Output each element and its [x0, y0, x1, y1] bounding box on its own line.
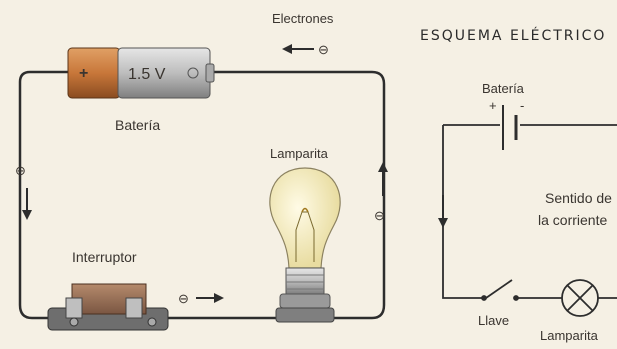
switch-label: Interruptor	[72, 249, 137, 265]
schematic-switch-label: Llave	[478, 313, 509, 328]
schematic-switch-symbol	[481, 279, 519, 301]
lamp-label: Lamparita	[270, 146, 329, 161]
electron-symbol-bottom: ⊖	[178, 291, 189, 306]
battery-voltage: 1.5 V	[128, 66, 166, 83]
electron-flow-arrow-right	[378, 162, 388, 196]
current-direction-label-1: Sentido de	[545, 190, 612, 206]
schematic-current-arrow	[438, 195, 448, 228]
schematic-wires	[442, 124, 617, 299]
electron-symbol-left: ⊖	[15, 163, 26, 178]
battery-plus-mark: +	[79, 65, 88, 82]
electron-symbol-top: ⊖	[318, 42, 329, 57]
schematic-minus: -	[520, 98, 524, 113]
schematic-title: ESQUEMA ELÉCTRICO	[420, 27, 606, 44]
schematic-lamp-symbol	[561, 279, 599, 317]
electron-flow-arrow-top	[282, 44, 314, 54]
electrons-label: Electrones	[272, 11, 334, 26]
current-direction-label-2: la corriente	[538, 212, 607, 228]
battery-label: Batería	[115, 117, 160, 133]
electron-flow-arrow-bottom	[196, 293, 224, 303]
schematic-lamp-label: Lamparita	[540, 328, 599, 343]
schematic-plus: +	[489, 98, 497, 113]
light-bulb	[269, 167, 341, 323]
schematic-battery-symbol	[502, 105, 518, 150]
schematic-battery-label: Batería	[482, 81, 525, 96]
electron-symbol-right: ⊖	[374, 208, 385, 223]
battery: + 1.5 V	[67, 47, 215, 99]
electron-flow-arrow-left	[22, 188, 32, 220]
switch	[47, 283, 169, 331]
